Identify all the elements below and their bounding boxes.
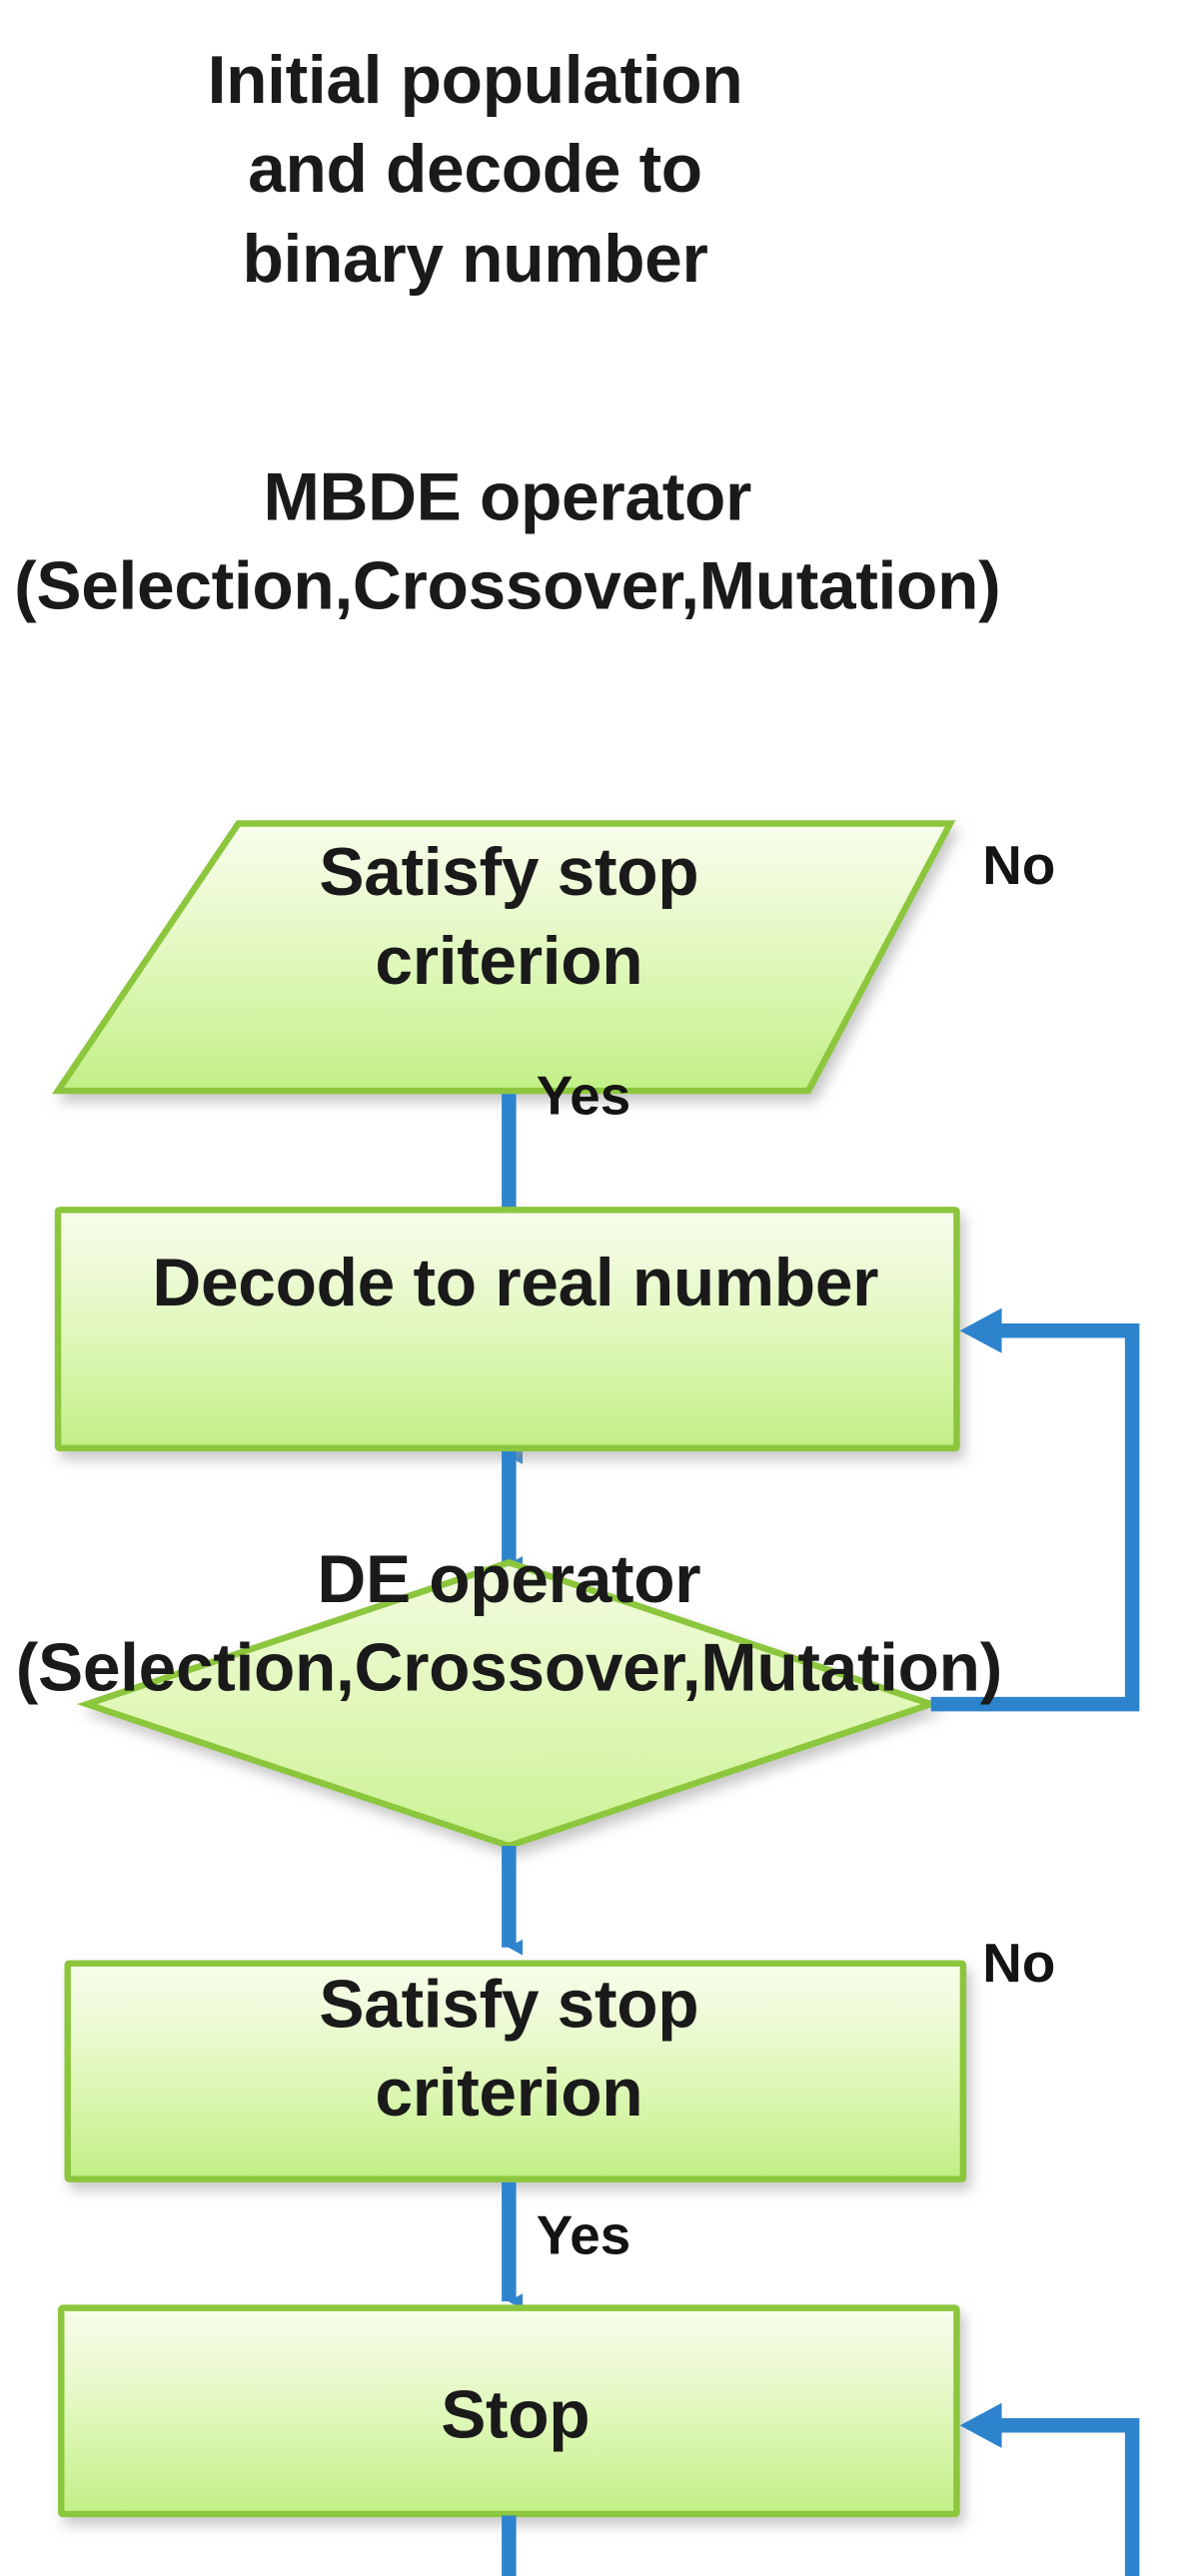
node-de-operator[interactable] — [58, 2304, 960, 2518]
node-decision-satisfy-stop-1[interactable] — [76, 1558, 941, 1850]
node-initial-population[interactable] — [51, 820, 956, 1095]
node-decode-real-number[interactable] — [64, 1960, 967, 2182]
node-mbde-operator[interactable] — [54, 1207, 960, 1452]
edge-label-no-2: No — [982, 1933, 1056, 1996]
edge-label-no-1: No — [982, 835, 1056, 897]
edge-label-yes-1: Yes — [536, 1066, 631, 1128]
edge-label-yes-2: Yes — [536, 2205, 631, 2267]
edge-decision2-no-feedback — [959, 2402, 1140, 2576]
edge-decision1-no-feedback — [930, 1307, 1140, 1712]
